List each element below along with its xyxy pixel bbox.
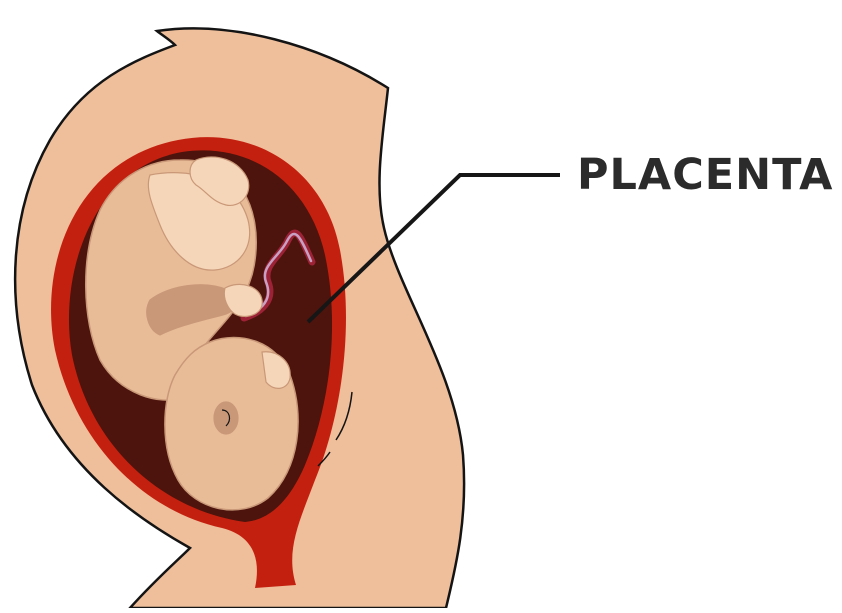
- placenta-label: PLACENTA: [577, 150, 833, 200]
- fetus-ear: [214, 402, 238, 434]
